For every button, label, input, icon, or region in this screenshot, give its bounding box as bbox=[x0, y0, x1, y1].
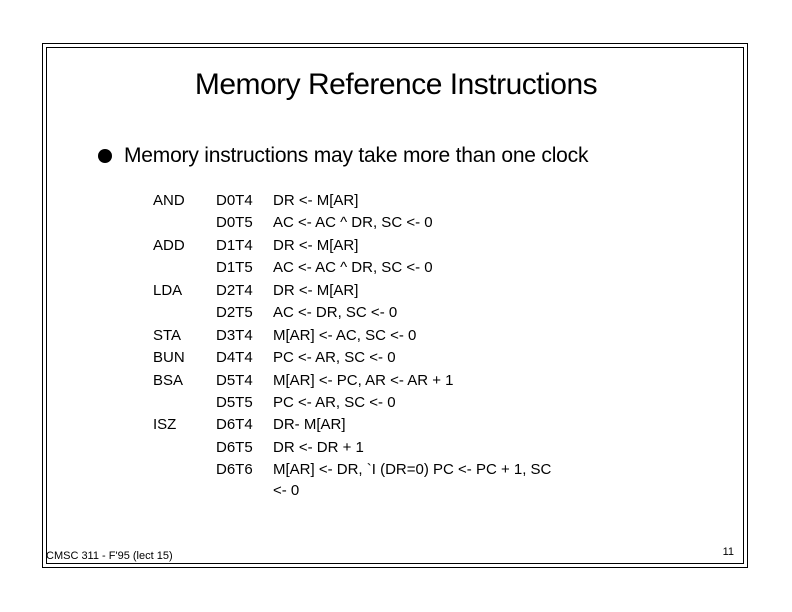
micro-operation: DR <- M[AR] bbox=[273, 192, 359, 209]
timing: D2T4 bbox=[216, 281, 253, 299]
opcode: LDA bbox=[153, 281, 183, 299]
timing: D0T5 bbox=[216, 214, 253, 232]
opcode: ISZ bbox=[153, 416, 177, 434]
timing: D6T6 bbox=[216, 461, 253, 479]
micro-operation: PC <- AR, SC <- 0 bbox=[273, 393, 396, 411]
opcode: AND bbox=[153, 192, 185, 209]
bullet-item: Memory instructions may take more than o… bbox=[98, 144, 588, 168]
micro-operation: M[AR] <- AC, SC <- 0 bbox=[273, 326, 417, 344]
timing: D0T4 bbox=[216, 192, 253, 209]
micro-operation: M[AR] <- DR, `I (DR=0) PC <- PC + 1, SC bbox=[273, 461, 552, 479]
opcode: BUN bbox=[153, 349, 185, 367]
bullet-dot-icon bbox=[98, 149, 112, 163]
micro-operation: PC <- AR, SC <- 0 bbox=[273, 349, 396, 367]
slide-footer: CMSC 311 - F'95 (lect 15) bbox=[46, 550, 173, 562]
micro-operation: DR <- M[AR] bbox=[273, 281, 359, 299]
slide-frame-inner bbox=[46, 47, 744, 564]
timing: D5T5 bbox=[216, 393, 253, 411]
opcode: ADD bbox=[153, 236, 185, 254]
timing: D5T4 bbox=[216, 371, 253, 389]
bullet-text: Memory instructions may take more than o… bbox=[124, 144, 589, 167]
micro-operation: M[AR] <- PC, AR <- AR + 1 bbox=[273, 371, 454, 389]
micro-operation: AC <- AC ^ DR, SC <- 0 bbox=[273, 214, 433, 232]
timing: D1T5 bbox=[216, 259, 253, 277]
timing: D1T4 bbox=[216, 236, 253, 254]
micro-operation: AC <- AC ^ DR, SC <- 0 bbox=[273, 259, 433, 277]
micro-operation: DR <- M[AR] bbox=[273, 236, 359, 254]
micro-operation: DR- M[AR] bbox=[273, 416, 346, 434]
page-number: 11 bbox=[722, 546, 734, 558]
slide-title: Memory Reference Instructions bbox=[194, 68, 598, 101]
slide-frame bbox=[42, 43, 748, 568]
timing: D3T4 bbox=[216, 326, 253, 344]
timing: D2T5 bbox=[216, 304, 253, 322]
opcode: BSA bbox=[153, 371, 184, 389]
micro-operation: AC <- DR, SC <- 0 bbox=[273, 304, 398, 322]
micro-operation-continuation: <- 0 bbox=[273, 482, 300, 499]
timing: D6T4 bbox=[216, 416, 253, 434]
opcode: STA bbox=[153, 326, 182, 344]
micro-operation: DR <- DR + 1 bbox=[273, 438, 364, 456]
timing: D4T4 bbox=[216, 349, 253, 367]
timing: D6T5 bbox=[216, 438, 253, 456]
